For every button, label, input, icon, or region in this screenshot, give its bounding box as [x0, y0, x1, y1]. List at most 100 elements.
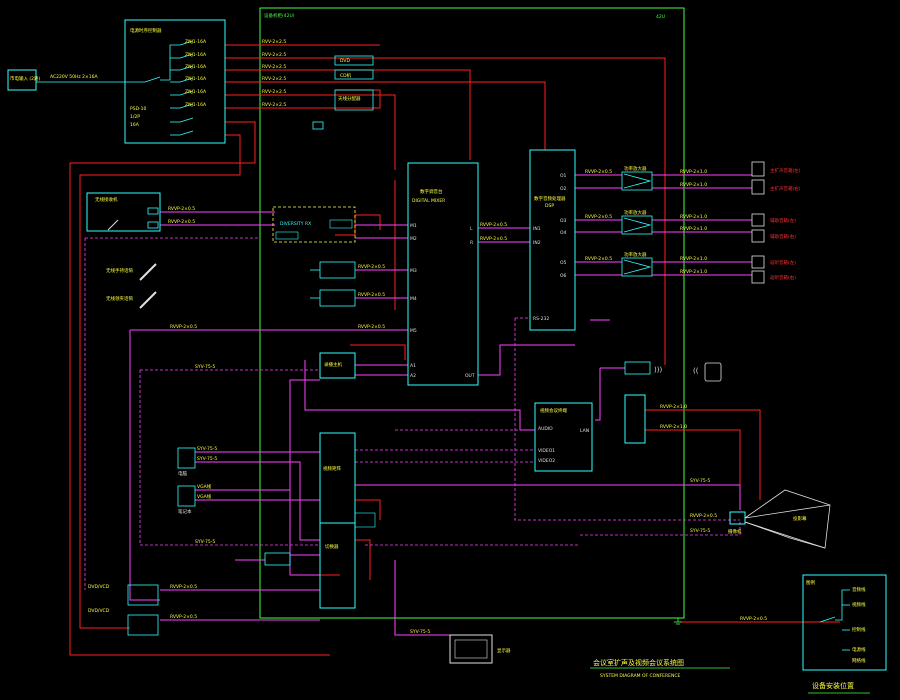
svg-text:ZNJ1-16A: ZNJ1-16A — [185, 39, 207, 45]
svg-text:M3: M3 — [410, 268, 417, 274]
svg-text:O3: O3 — [560, 218, 567, 224]
modem-box — [624, 361, 651, 375]
mixer-sub-label: DIGITAL MIXER — [412, 198, 445, 204]
wifi-icon: ))) — [654, 366, 662, 374]
antenna-box — [334, 89, 374, 111]
svg-text:RVVP-2×0.5: RVVP-2×0.5 — [358, 324, 385, 330]
svg-text:RVVP-2×0.5: RVVP-2×0.5 — [358, 264, 385, 270]
power-source-box — [7, 69, 37, 91]
svg-text:M2: M2 — [410, 236, 417, 242]
location-title: 设备安装位置 — [812, 681, 854, 690]
svg-text:RVV-2×2.5: RVV-2×2.5 — [262, 39, 286, 45]
legend-item: 网络线 — [852, 657, 866, 664]
svg-text:L: L — [470, 226, 473, 232]
pc-inputs: 电脑 笔记本 — [177, 447, 196, 515]
power-sequencer-label: 电源时序控制器 — [130, 27, 162, 34]
network-box — [624, 394, 646, 444]
projector-cone — [744, 489, 831, 549]
wireless-receiver-label: 无线接收机 — [95, 196, 118, 203]
speaker-label: 返听音箱(右) — [770, 274, 796, 281]
mic-input-box — [319, 261, 356, 279]
amp-2: 功率放大器 — [621, 209, 653, 235]
dvd-label: DVD — [340, 58, 350, 64]
svg-text:RVVP-2×0.5: RVVP-2×0.5 — [740, 616, 767, 622]
svg-text:O5: O5 — [560, 260, 567, 266]
cd-label: CD机 — [340, 72, 352, 79]
control-lines — [84, 237, 741, 590]
svg-text:RVV-2×2.5: RVV-2×2.5 — [262, 76, 286, 82]
camera-box — [729, 511, 746, 525]
svg-text:RVVP-2×0.5: RVVP-2×0.5 — [170, 324, 197, 330]
recorder-box — [319, 352, 356, 379]
svg-text:RVVP-2×1.0: RVVP-2×1.0 — [660, 404, 687, 410]
speaker-label: 主扩声音箱(右) — [770, 185, 801, 192]
amp-1: 功率放大器 — [621, 165, 653, 191]
mixer-box — [407, 162, 479, 386]
codec-label: 视频会议终端 — [540, 407, 567, 414]
svg-text:VGA线: VGA线 — [197, 493, 212, 500]
wireless-mic-label: 无线手持话筒 — [106, 267, 133, 274]
svg-text:RVVP-2×1.0: RVVP-2×1.0 — [680, 169, 707, 175]
legend-title: 图例 — [806, 579, 815, 586]
speaker-icon — [751, 161, 765, 177]
svg-text:16A: 16A — [130, 122, 140, 128]
svg-text:PSD-10: PSD-10 — [130, 106, 147, 112]
svg-text:DIVERSITY RX: DIVERSITY RX — [280, 221, 311, 227]
svg-text:功率放大器: 功率放大器 — [624, 209, 647, 216]
svg-text:IN2: IN2 — [533, 240, 541, 246]
svg-text:RVVP-2×1.0: RVVP-2×1.0 — [680, 226, 707, 232]
rack-label: 设备机柜(42U) — [264, 12, 295, 19]
diagram-title: 会议室扩声及视频会议系统图 — [593, 658, 684, 667]
svg-text:RVV-2×2.5: RVV-2×2.5 — [262, 89, 286, 95]
svg-text:ZNJ1-16A: ZNJ1-16A — [185, 102, 207, 108]
matrix-box — [319, 432, 356, 524]
svg-text:ZNJ1-16A: ZNJ1-16A — [185, 52, 207, 58]
camera-label: 摄像机 — [728, 528, 742, 535]
svg-text:ZNJ1-16A: ZNJ1-16A — [185, 64, 207, 70]
svg-text:VGA线: VGA线 — [197, 483, 212, 490]
svg-text:RVV-2×2.5: RVV-2×2.5 — [262, 64, 286, 70]
recorder-label: 录播主机 — [324, 361, 342, 368]
svg-text:R: R — [470, 240, 473, 246]
speaker-icon — [751, 270, 765, 284]
svg-text:RVVP-2×0.5: RVVP-2×0.5 — [585, 256, 612, 262]
svg-text:RVV-2×2.5: RVV-2×2.5 — [262, 52, 286, 58]
display-icon — [449, 634, 493, 664]
speaker-icon — [751, 255, 765, 269]
speaker-icon — [751, 213, 765, 227]
svg-text:IN1: IN1 — [533, 226, 541, 232]
speaker-icon — [751, 179, 765, 195]
svg-text:DVD/VCD: DVD/VCD — [88, 608, 110, 614]
power-sequencer-box — [124, 19, 226, 144]
mic-input-box — [319, 289, 356, 307]
dvd-box — [334, 55, 374, 66]
svg-text:RVVP-2×0.5: RVVP-2×0.5 — [690, 513, 717, 519]
svg-text:RVVP-2×0.5: RVVP-2×0.5 — [170, 614, 197, 620]
svg-text:A1: A1 — [410, 363, 416, 369]
misc-cable-labels: RVV-2×2.5 RVV-2×2.5 RVV-2×2.5 RVV-2×2.5 … — [168, 39, 767, 635]
svg-text:RVVP-2×0.5: RVVP-2×0.5 — [358, 292, 385, 298]
ground-icon — [674, 618, 682, 625]
svg-text:DVD/VCD: DVD/VCD — [88, 584, 110, 590]
phone-icon — [704, 362, 722, 382]
svg-text:RVVP-2×1.0: RVVP-2×1.0 — [680, 256, 707, 262]
speaker-label: 辅助音箱(左) — [770, 217, 796, 224]
svg-text:1/2P: 1/2P — [130, 114, 140, 120]
svg-text:RVVP-2×0.5: RVVP-2×0.5 — [480, 236, 507, 242]
svg-text:RVVP-2×0.5: RVVP-2×0.5 — [480, 222, 507, 228]
legend-item: 音频线 — [852, 586, 866, 593]
speaker-label: 返听音箱(左) — [770, 259, 796, 266]
amp-3: 功率放大器 — [621, 251, 653, 277]
rack-frame — [259, 7, 685, 619]
svg-text:RVV-2×2.5: RVV-2×2.5 — [262, 102, 286, 108]
screen-label: 投影幕 — [793, 515, 807, 522]
svg-text:SYV-75-5: SYV-75-5 — [690, 478, 710, 484]
svg-text:VIDEO2: VIDEO2 — [538, 458, 555, 464]
svg-text:RVVP-2×1.0: RVVP-2×1.0 — [660, 424, 687, 430]
svg-text:O6: O6 — [560, 273, 567, 279]
bottom-left-devices: DVD/VCD DVD/VCD — [88, 584, 159, 636]
legend-switches — [819, 589, 850, 651]
svg-text:SYV-75-5: SYV-75-5 — [197, 446, 217, 452]
svg-text:RVVP-2×0.5: RVVP-2×0.5 — [585, 214, 612, 220]
svg-text:RVVP-2×1.0: RVVP-2×1.0 — [680, 214, 707, 220]
